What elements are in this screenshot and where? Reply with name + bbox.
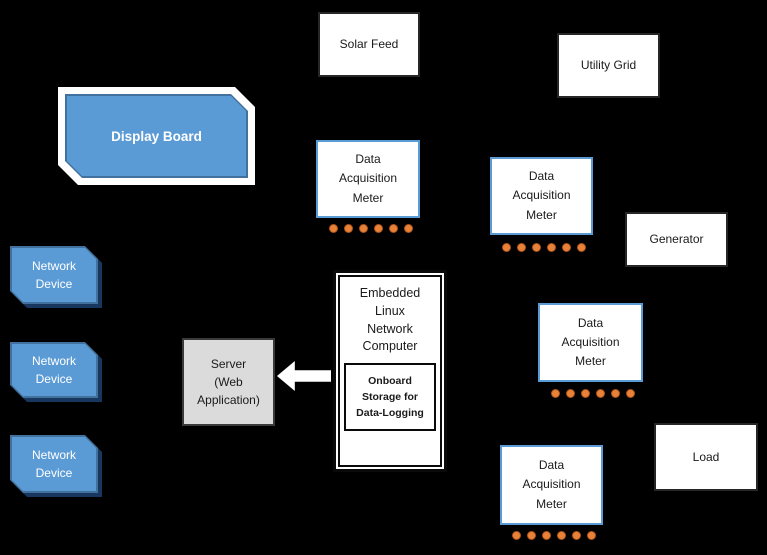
- meter-dot-icon: [389, 224, 398, 233]
- meter-dot-icon: [532, 243, 541, 252]
- node-data-acquisition-meter-2: Data Acquisition Meter: [490, 157, 593, 235]
- display-board-border: Display Board: [65, 94, 248, 178]
- server-label: Server (Web Application): [197, 357, 260, 407]
- meter-dot-icon: [562, 243, 571, 252]
- data-acquisition-meter-label: Data Acquisition Meter: [338, 152, 398, 205]
- left-arrow-connector-icon: [277, 361, 331, 391]
- node-network-device-1: Network Device: [10, 246, 98, 304]
- node-network-device-2: Network Device: [10, 342, 98, 398]
- node-embedded-computer: Embedded Linux Network Computer Onboard …: [333, 270, 447, 472]
- meter-dot-icon: [542, 531, 551, 540]
- meter-dot-icon: [374, 224, 383, 233]
- meter-dot-icon: [557, 531, 566, 540]
- meter-dot-icon: [547, 243, 556, 252]
- meter-dots-row-2: [502, 243, 586, 252]
- meter-dot-icon: [344, 224, 353, 233]
- data-acquisition-meter-label: Data Acquisition Meter: [522, 458, 581, 511]
- data-acquisition-meter-label: Data Acquisition Meter: [512, 169, 571, 222]
- meter-dot-icon: [329, 224, 338, 233]
- node-load: Load: [654, 423, 758, 491]
- meter-dot-icon: [611, 389, 620, 398]
- meter-dot-icon: [581, 389, 590, 398]
- meter-dot-icon: [577, 243, 586, 252]
- data-acquisition-meter-label: Data Acquisition Meter: [561, 315, 620, 369]
- utility-grid-label: Utility Grid: [580, 58, 637, 73]
- network-device-fill: Network Device: [12, 437, 96, 491]
- network-device-label: Network Device: [31, 448, 76, 480]
- node-network-device-3: Network Device: [10, 435, 98, 493]
- meter-dots-row-1: [329, 224, 413, 233]
- node-data-acquisition-meter-1: Data Acquisition Meter: [316, 140, 420, 218]
- network-device-border: Network Device: [10, 342, 98, 398]
- embedded-computer-label: Embedded Linux Network Computer: [359, 286, 421, 354]
- meter-dot-icon: [566, 389, 575, 398]
- network-device-border: Network Device: [10, 246, 98, 304]
- display-board-fill: Display Board: [67, 96, 246, 176]
- node-generator: Generator: [625, 212, 728, 267]
- node-display-board: Display Board: [58, 87, 255, 185]
- onboard-storage-label: Onboard Storage for Data-Logging: [356, 374, 424, 420]
- node-onboard-storage: Onboard Storage for Data-Logging: [344, 363, 436, 431]
- node-server: Server (Web Application): [182, 338, 275, 426]
- network-device-border: Network Device: [10, 435, 98, 493]
- meter-dot-icon: [517, 243, 526, 252]
- network-device-label: Network Device: [31, 259, 76, 291]
- meter-dot-icon: [359, 224, 368, 233]
- meter-dot-icon: [587, 531, 596, 540]
- node-solar-feed: Solar Feed: [318, 12, 420, 77]
- meter-dots-row-3: [551, 389, 635, 398]
- embedded-computer-inner-border: Embedded Linux Network Computer Onboard …: [338, 275, 442, 467]
- meter-dot-icon: [626, 389, 635, 398]
- meter-dot-icon: [596, 389, 605, 398]
- node-utility-grid: Utility Grid: [557, 33, 660, 98]
- meter-dot-icon: [502, 243, 511, 252]
- generator-label: Generator: [649, 232, 704, 247]
- node-data-acquisition-meter-4: Data Acquisition Meter: [500, 445, 603, 525]
- load-label: Load: [692, 449, 720, 464]
- display-board-label: Display Board: [111, 128, 202, 144]
- network-device-fill: Network Device: [12, 248, 96, 302]
- node-data-acquisition-meter-3: Data Acquisition Meter: [538, 303, 643, 382]
- meter-dots-row-4: [512, 531, 596, 540]
- meter-dot-icon: [512, 531, 521, 540]
- solar-feed-label: Solar Feed: [339, 37, 399, 52]
- network-device-fill: Network Device: [12, 344, 96, 396]
- meter-dot-icon: [572, 531, 581, 540]
- meter-dot-icon: [551, 389, 560, 398]
- network-device-label: Network Device: [31, 354, 76, 386]
- meter-dot-icon: [404, 224, 413, 233]
- meter-dot-icon: [527, 531, 536, 540]
